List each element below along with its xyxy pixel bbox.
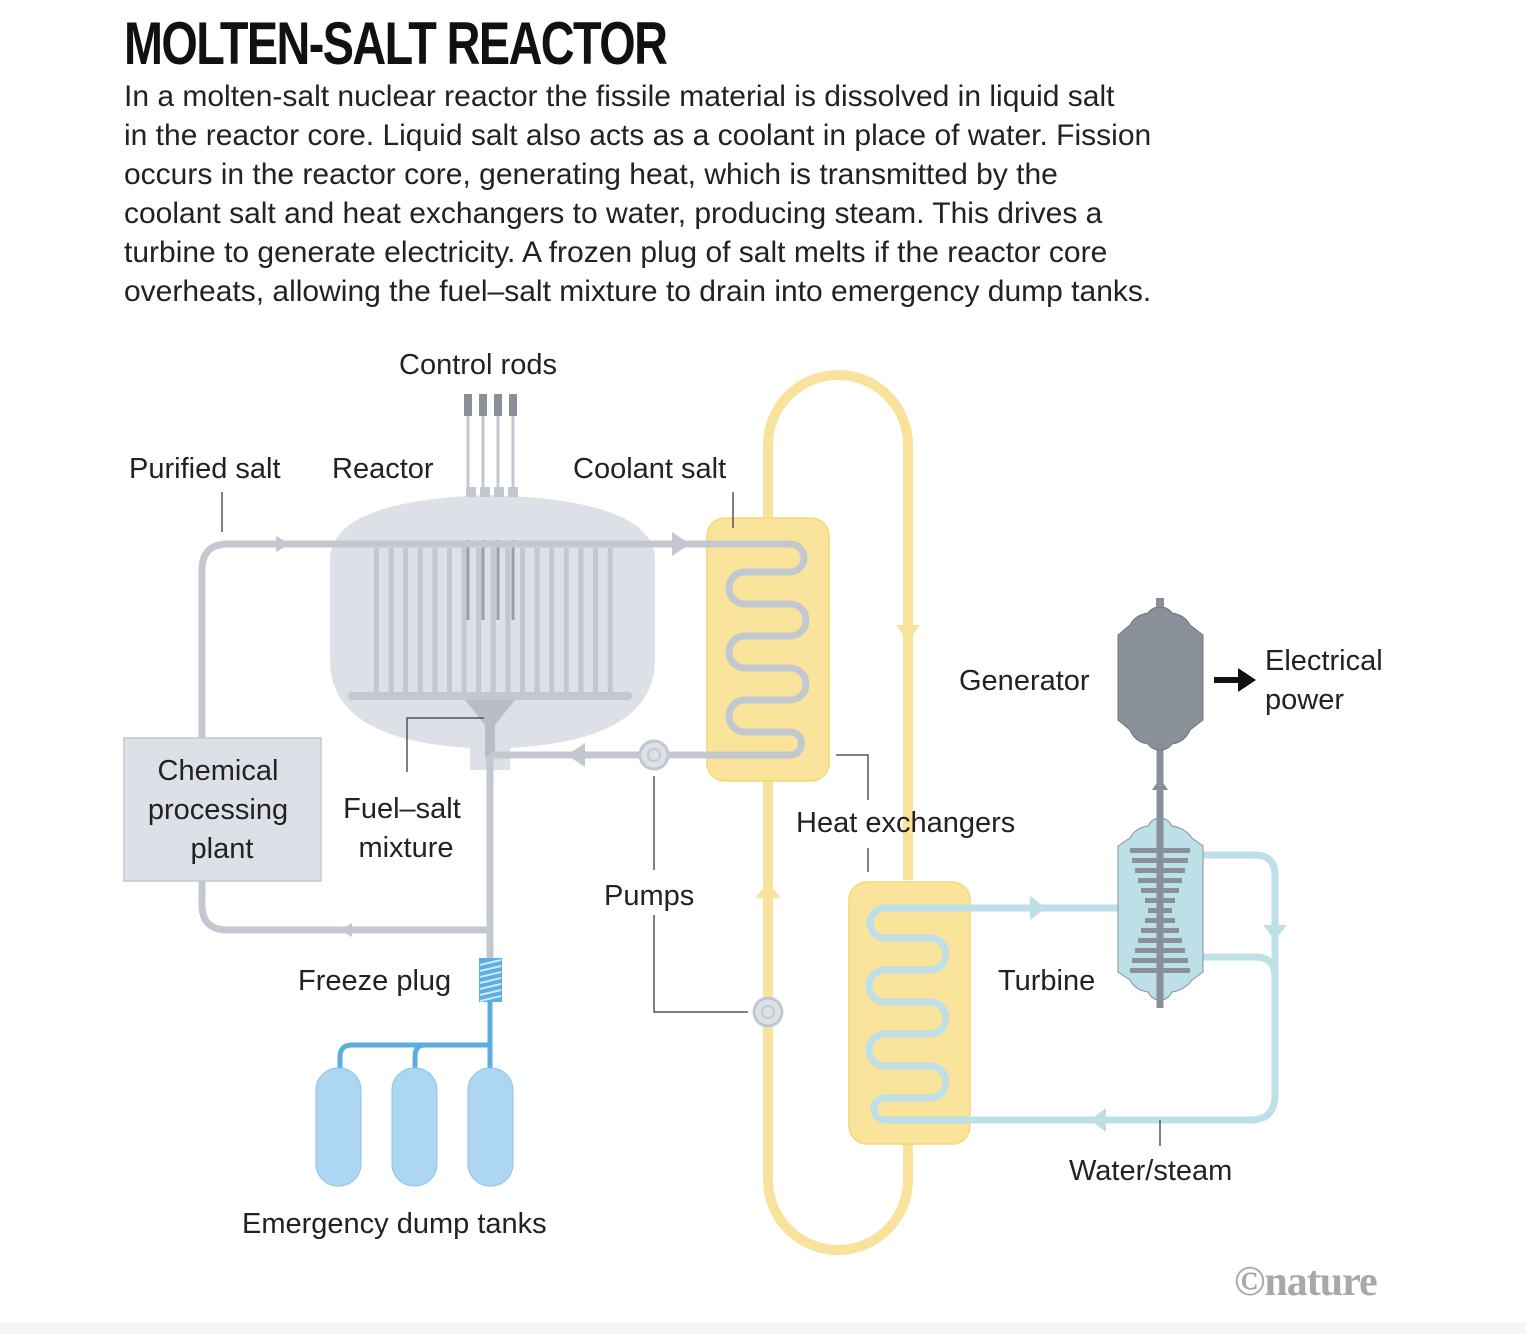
label-coolant-salt: Coolant salt: [573, 453, 726, 485]
label-freeze-plug: Freeze plug: [298, 965, 451, 997]
intro-line: In a molten-salt nuclear reactor the fis…: [124, 80, 1115, 113]
intro-line: occurs in the reactor core, generating h…: [124, 158, 1058, 191]
control-rod-head: [509, 394, 517, 416]
dump-pipes: [337, 1002, 493, 1080]
control-rod-head: [464, 394, 472, 416]
label-line: processing: [148, 794, 288, 826]
fuel-channel: [534, 548, 540, 694]
page-title: MOLTEN-SALT REACTOR: [124, 10, 668, 77]
flow-arrow-right: [672, 532, 690, 556]
reactor-bottom-plate: [348, 692, 632, 700]
fuel-channel: [476, 548, 482, 694]
label-emergency-dump-tanks: Emergency dump tanks: [242, 1208, 547, 1240]
label-heat-exchangers: Heat exchangers: [796, 807, 1015, 839]
generator: [1117, 598, 1204, 751]
intro-line: turbine to generate electricity. A froze…: [124, 236, 1108, 269]
fuel-channel: [403, 548, 409, 694]
freeze-plug-coil: [479, 959, 502, 966]
shaft-arrow-up: [1152, 778, 1168, 790]
label-turbine: Turbine: [998, 965, 1095, 997]
freeze-plug-coil: [479, 965, 502, 972]
label-line: mixture: [358, 832, 453, 864]
label-pumps: Pumps: [604, 880, 694, 912]
pump-icon: [752, 996, 784, 1028]
water-steam-loop: [1200, 851, 1279, 1124]
label-line: Chemical: [158, 755, 279, 787]
fuel-channels: [374, 548, 613, 694]
fuel-channel: [490, 548, 496, 694]
control-rods: [464, 394, 517, 620]
label-chemical-plant: Chemical processing plant: [148, 755, 296, 865]
control-rod-nozzle: [508, 487, 518, 497]
label-purified-salt: Purified salt: [129, 453, 281, 485]
fuel-channel: [388, 548, 394, 694]
freeze-plug-coils: [479, 959, 502, 1002]
label-line: power: [1265, 684, 1344, 716]
label-control-rods: Control rods: [399, 349, 557, 381]
freeze-plug-coil: [479, 977, 502, 984]
flow-arrow-left: [567, 743, 585, 767]
fuel-channel: [374, 548, 379, 694]
label-reactor: Reactor: [332, 453, 434, 485]
label-water-steam: Water/steam: [1069, 1155, 1232, 1187]
flow-arrow-left: [340, 923, 352, 937]
label-line: Electrical: [1265, 645, 1383, 677]
label-fuel-salt-mixture: Fuel–salt mixture: [343, 793, 469, 864]
control-rod-nozzle: [480, 487, 490, 497]
coolant-loop-bottom: [763, 780, 913, 1255]
water-arrow-right: [1030, 896, 1046, 920]
coolant-arrow-up: [756, 880, 780, 898]
arrow-right-icon: [1214, 668, 1256, 692]
dump-tank: [391, 1067, 438, 1187]
fuel-channel: [461, 548, 467, 694]
fuel-channel: [549, 548, 555, 694]
label-line: plant: [191, 833, 254, 865]
heat-exchanger-primary: [706, 517, 830, 782]
water-arrow-down: [1263, 925, 1287, 940]
dump-tank: [467, 1067, 514, 1187]
fuel-channel: [432, 548, 438, 694]
control-rod-nozzle: [494, 487, 504, 497]
fuel-channel: [563, 548, 569, 694]
water-arrow-left: [1090, 1108, 1106, 1132]
intro-line: coolant salt and heat exchangers to wate…: [124, 197, 1103, 230]
control-rod-nozzle: [466, 487, 476, 497]
freeze-plug-coil: [479, 971, 502, 978]
coolant-loop-top: [763, 370, 913, 880]
label-generator: Generator: [959, 665, 1090, 697]
freeze-plug-coil: [479, 989, 502, 996]
fuel-channel: [607, 548, 613, 694]
chemical-plant-box: [123, 737, 322, 882]
heat-exchanger-secondary: [848, 881, 971, 1145]
leader-lines: [221, 492, 1161, 1146]
nature-credit: ©nature: [1234, 1259, 1377, 1305]
fuel-channel: [417, 548, 423, 694]
freeze-plug-coil: [479, 983, 502, 990]
intro-paragraph: In a molten-salt nuclear reactor the fis…: [124, 77, 1324, 311]
label-electrical-power: Electrical power: [1265, 645, 1391, 716]
flow-arrow-right: [276, 536, 290, 552]
bottom-strip: [0, 1322, 1526, 1334]
pump-icon: [638, 739, 670, 771]
fuel-channel: [520, 548, 525, 694]
coolant-arrow-down: [896, 625, 920, 642]
freeze-plug-coil: [479, 995, 502, 1002]
coolant-loop: [763, 370, 913, 1255]
control-rod-head: [479, 394, 487, 416]
fuel-channel: [593, 548, 598, 694]
fuel-channel: [447, 548, 452, 694]
dump-tank: [315, 1067, 362, 1187]
label-line: Fuel–salt: [343, 793, 461, 825]
fuel-channel: [505, 548, 511, 694]
intro-line: overheats, allowing the fuel–salt mixtur…: [124, 275, 1152, 308]
secondary-coil: [865, 904, 1240, 1124]
chemical-return-pipe: [198, 880, 490, 934]
intro-line: in the reactor core. Liquid salt also ac…: [124, 119, 1152, 152]
reactor-funnel: [465, 700, 515, 758]
fuel-channel: [578, 548, 584, 694]
primary-coil: [690, 540, 810, 759]
purified-salt-pipe: [198, 540, 690, 738]
control-rod-head: [494, 394, 502, 416]
